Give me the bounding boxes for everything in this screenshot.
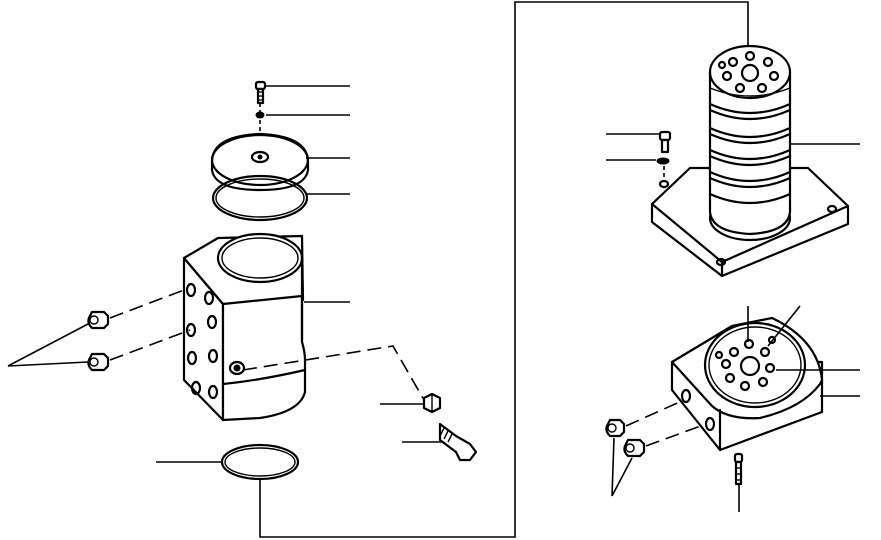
right-top-leader-lines [606,133,860,161]
manifold-bolt [733,452,744,512]
solenoid-stack [708,44,792,236]
fitting-nut [422,392,442,414]
solenoid-washer [656,157,670,182]
left-leader-lines [156,85,444,463]
manifold-plug-upper [605,399,685,438]
base-o-ring [220,443,300,481]
solenoid-bolt [658,130,672,154]
body-plug-lower [87,329,191,372]
plug-leader [7,323,89,367]
cover-o-ring [211,174,309,222]
fitting [438,422,478,462]
cover-bolt [254,80,267,112]
assembly-connector-line [259,1,749,538]
manifold-block [670,316,824,452]
right-bottom-leader-lines [747,305,860,397]
fitting-dash-route [242,345,425,401]
body-plug-upper [87,289,185,330]
manifold-plug-lower [623,423,707,458]
manifold-plug-leader [611,437,633,497]
valve-cover [210,132,310,192]
valve-body [182,232,307,422]
